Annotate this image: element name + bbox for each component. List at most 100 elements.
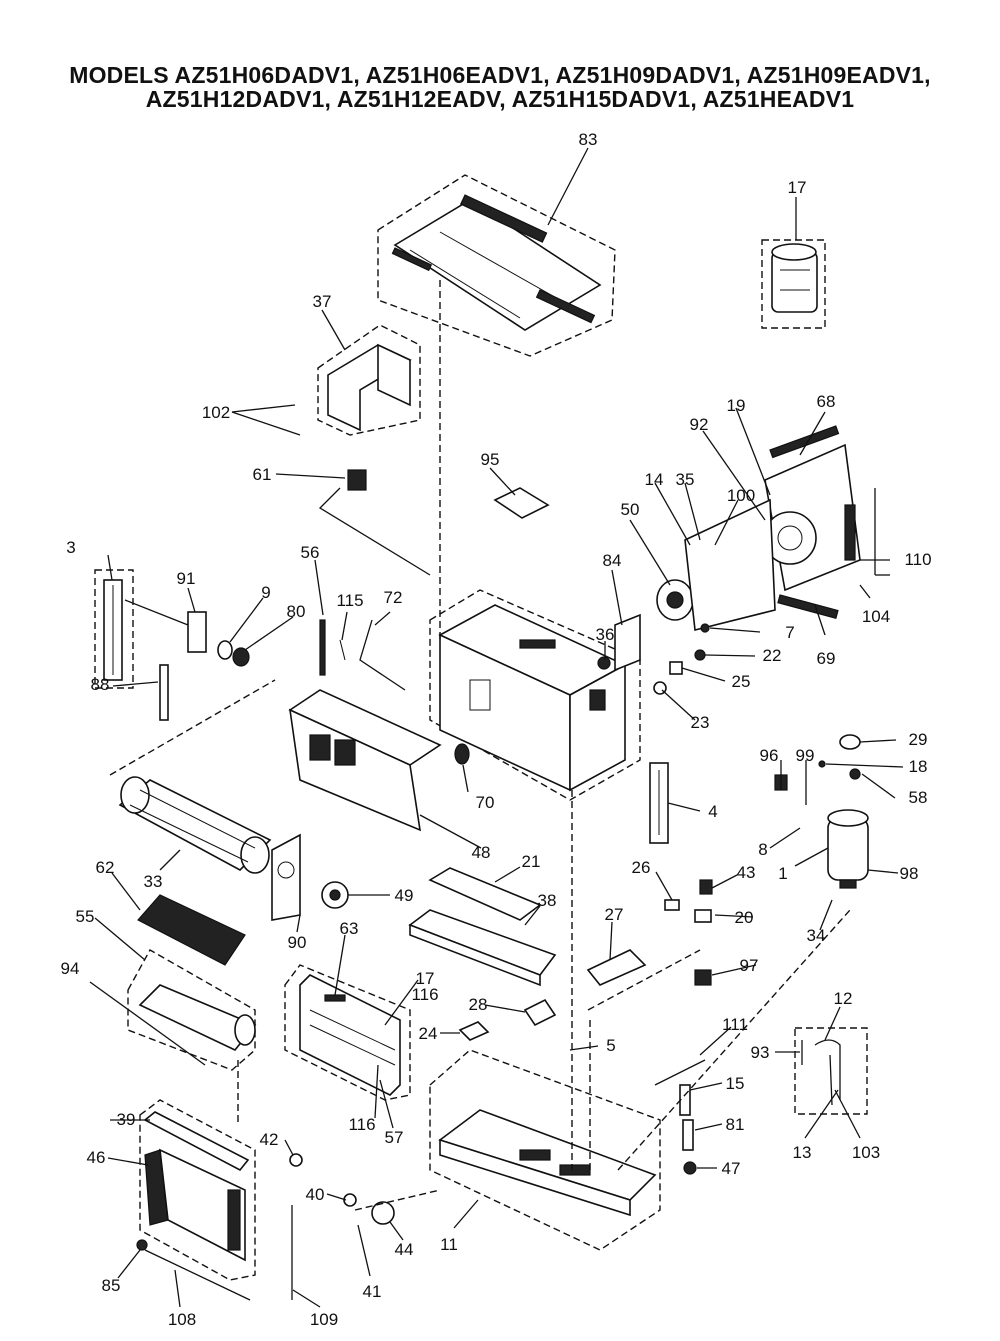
- callout-38: 38: [538, 891, 557, 910]
- part-compressor-1: [827, 809, 869, 889]
- callout-8: 8: [758, 840, 767, 859]
- callout-labels: 83 17 37 102 61 95 19 68 92 14 35 100 50…: [61, 130, 932, 1329]
- callout-96: 96: [760, 746, 779, 765]
- part-wire-72: [319, 619, 406, 691]
- part-tray-21-38: [408, 867, 557, 987]
- callout-97: 97: [740, 956, 759, 975]
- alignment-lines: [109, 280, 851, 1211]
- callout-116-lower: 116: [348, 1115, 375, 1134]
- part-small-fasteners-7-22-25-23: [653, 623, 710, 695]
- callout-100: 100: [727, 486, 755, 505]
- models-title-line-2: AZ51H12DADV1, AZ51H12EADV, AZ51H15DADV1,…: [145, 86, 855, 112]
- callout-47: 47: [722, 1159, 741, 1178]
- callout-91: 91: [177, 569, 196, 588]
- part-85-108-109: [136, 1205, 293, 1301]
- part-base-pan-11: [438, 1109, 657, 1217]
- callout-33: 33: [144, 872, 163, 891]
- callout-24: 24: [419, 1024, 438, 1043]
- callout-5: 5: [606, 1036, 615, 1055]
- part-bearing-70: [454, 743, 470, 765]
- part-motor-17: [771, 243, 818, 313]
- callout-81: 81: [726, 1115, 745, 1134]
- callout-92: 92: [690, 415, 709, 434]
- callout-13: 13: [793, 1143, 812, 1162]
- callout-69: 69: [817, 649, 836, 668]
- callout-95: 95: [481, 450, 500, 469]
- callout-23: 23: [691, 713, 710, 732]
- callout-84: 84: [603, 551, 622, 570]
- callout-85: 85: [102, 1276, 121, 1295]
- part-bracket-84-36: [597, 613, 641, 672]
- leader-lines: [94, 147, 904, 1308]
- part-side-panel-3: [103, 579, 123, 681]
- part-control-housing: [438, 604, 627, 792]
- callout-93: 93: [751, 1043, 770, 1062]
- callout-110: 110: [904, 550, 931, 569]
- callout-102: 102: [202, 403, 230, 422]
- callout-41: 41: [363, 1282, 382, 1301]
- part-filter-62: [137, 894, 246, 966]
- part-small-29-18-58: [818, 734, 861, 780]
- part-blower-wheel-33: [118, 776, 272, 874]
- callout-29: 29: [909, 730, 928, 749]
- callout-109: 109: [310, 1310, 338, 1329]
- part-valve-96-99: [774, 760, 807, 805]
- models-title-line-1: MODELS AZ51H06DADV1, AZ51H06EADV1, AZ51H…: [69, 62, 931, 88]
- callout-103: 103: [852, 1143, 880, 1162]
- part-bracket-28-24: [458, 998, 557, 1041]
- callout-62: 62: [96, 858, 115, 877]
- callout-18: 18: [909, 757, 928, 776]
- callout-99: 99: [796, 746, 815, 765]
- callout-25: 25: [732, 672, 751, 691]
- callout-39: 39: [117, 1110, 136, 1129]
- part-connector-61: [318, 469, 431, 576]
- part-bracket-91: [124, 599, 207, 653]
- callout-108: 108: [168, 1310, 196, 1329]
- callout-88: 88: [91, 675, 110, 694]
- part-panel-63-57: [299, 974, 401, 1096]
- part-evaporator-55: [138, 984, 257, 1051]
- callout-104: 104: [862, 607, 890, 626]
- callout-26: 26: [632, 858, 651, 877]
- callout-68: 68: [817, 392, 836, 411]
- callout-72: 72: [384, 588, 403, 607]
- callout-111: 111: [722, 1015, 748, 1034]
- part-rod-94: [89, 981, 206, 1066]
- callout-44: 44: [395, 1240, 414, 1259]
- callout-117: 17: [416, 969, 435, 988]
- part-fan-motor-50-100: [656, 498, 776, 631]
- callout-94: 94: [61, 959, 80, 978]
- callout-98: 98: [900, 864, 919, 883]
- callout-50: 50: [621, 500, 640, 519]
- callout-55: 55: [76, 907, 95, 926]
- callout-116-upper: 116: [411, 985, 438, 1004]
- callout-83: 83: [579, 130, 598, 149]
- callout-20: 20: [735, 908, 754, 927]
- callout-12: 12: [834, 989, 853, 1008]
- part-side-panel-4: [649, 762, 669, 844]
- assembly-outlines: [94, 174, 868, 1281]
- part-blower-wheel-19-assembly: [763, 425, 861, 619]
- callout-3: 3: [66, 538, 75, 557]
- callout-7: 7: [785, 623, 794, 642]
- callout-70: 70: [476, 793, 495, 812]
- callout-80: 80: [287, 602, 306, 621]
- callout-58: 58: [909, 788, 928, 807]
- callout-48: 48: [472, 843, 491, 862]
- callout-27: 27: [605, 905, 624, 924]
- callout-21: 21: [522, 852, 541, 871]
- callout-35: 35: [676, 470, 695, 489]
- part-bracket-37: [327, 343, 412, 432]
- callout-40: 40: [306, 1185, 325, 1204]
- callout-19: 19: [727, 396, 746, 415]
- callout-42: 42: [260, 1130, 279, 1149]
- part-small-parts-9-80: [217, 640, 250, 667]
- part-cover-90: [271, 833, 301, 921]
- callout-4: 4: [708, 802, 717, 821]
- callout-28: 28: [469, 995, 488, 1014]
- callout-22: 22: [763, 646, 782, 665]
- callout-9: 9: [261, 583, 270, 602]
- callout-46: 46: [87, 1148, 106, 1167]
